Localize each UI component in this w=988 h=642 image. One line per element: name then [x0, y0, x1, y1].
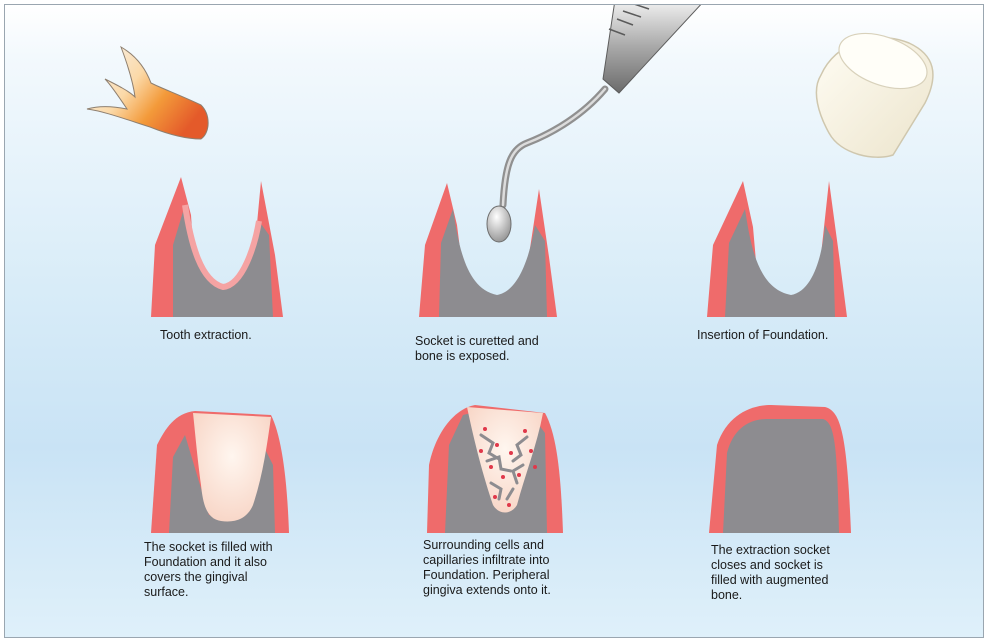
caption-tooth-extraction: Tooth extraction.: [160, 328, 252, 343]
step-2-socket-illustration: [419, 183, 557, 317]
step-4-socket-illustration: [151, 411, 289, 533]
step-3-socket-illustration: [707, 181, 847, 317]
step-5-socket-illustration: [427, 405, 563, 533]
caption-socket-closes: The extraction socket closes and socket …: [711, 543, 830, 603]
step-6-socket-illustration: [709, 405, 851, 533]
caption-socket-filled: The socket is filled with Foundation and…: [144, 540, 273, 600]
diagram-panel: Tooth extraction. Socket is curetted and…: [4, 4, 984, 638]
foundation-plug-icon: [816, 23, 934, 157]
step-1-socket-illustration: [151, 177, 283, 317]
caption-socket-curetted: Socket is curetted and bone is exposed.: [415, 334, 539, 364]
caption-insertion-foundation: Insertion of Foundation.: [697, 328, 828, 343]
caption-cells-infiltrate: Surrounding cells and capillaries infilt…: [423, 538, 551, 598]
curette-instrument-icon: [487, 5, 705, 242]
extracted-tooth-icon: [87, 47, 208, 139]
